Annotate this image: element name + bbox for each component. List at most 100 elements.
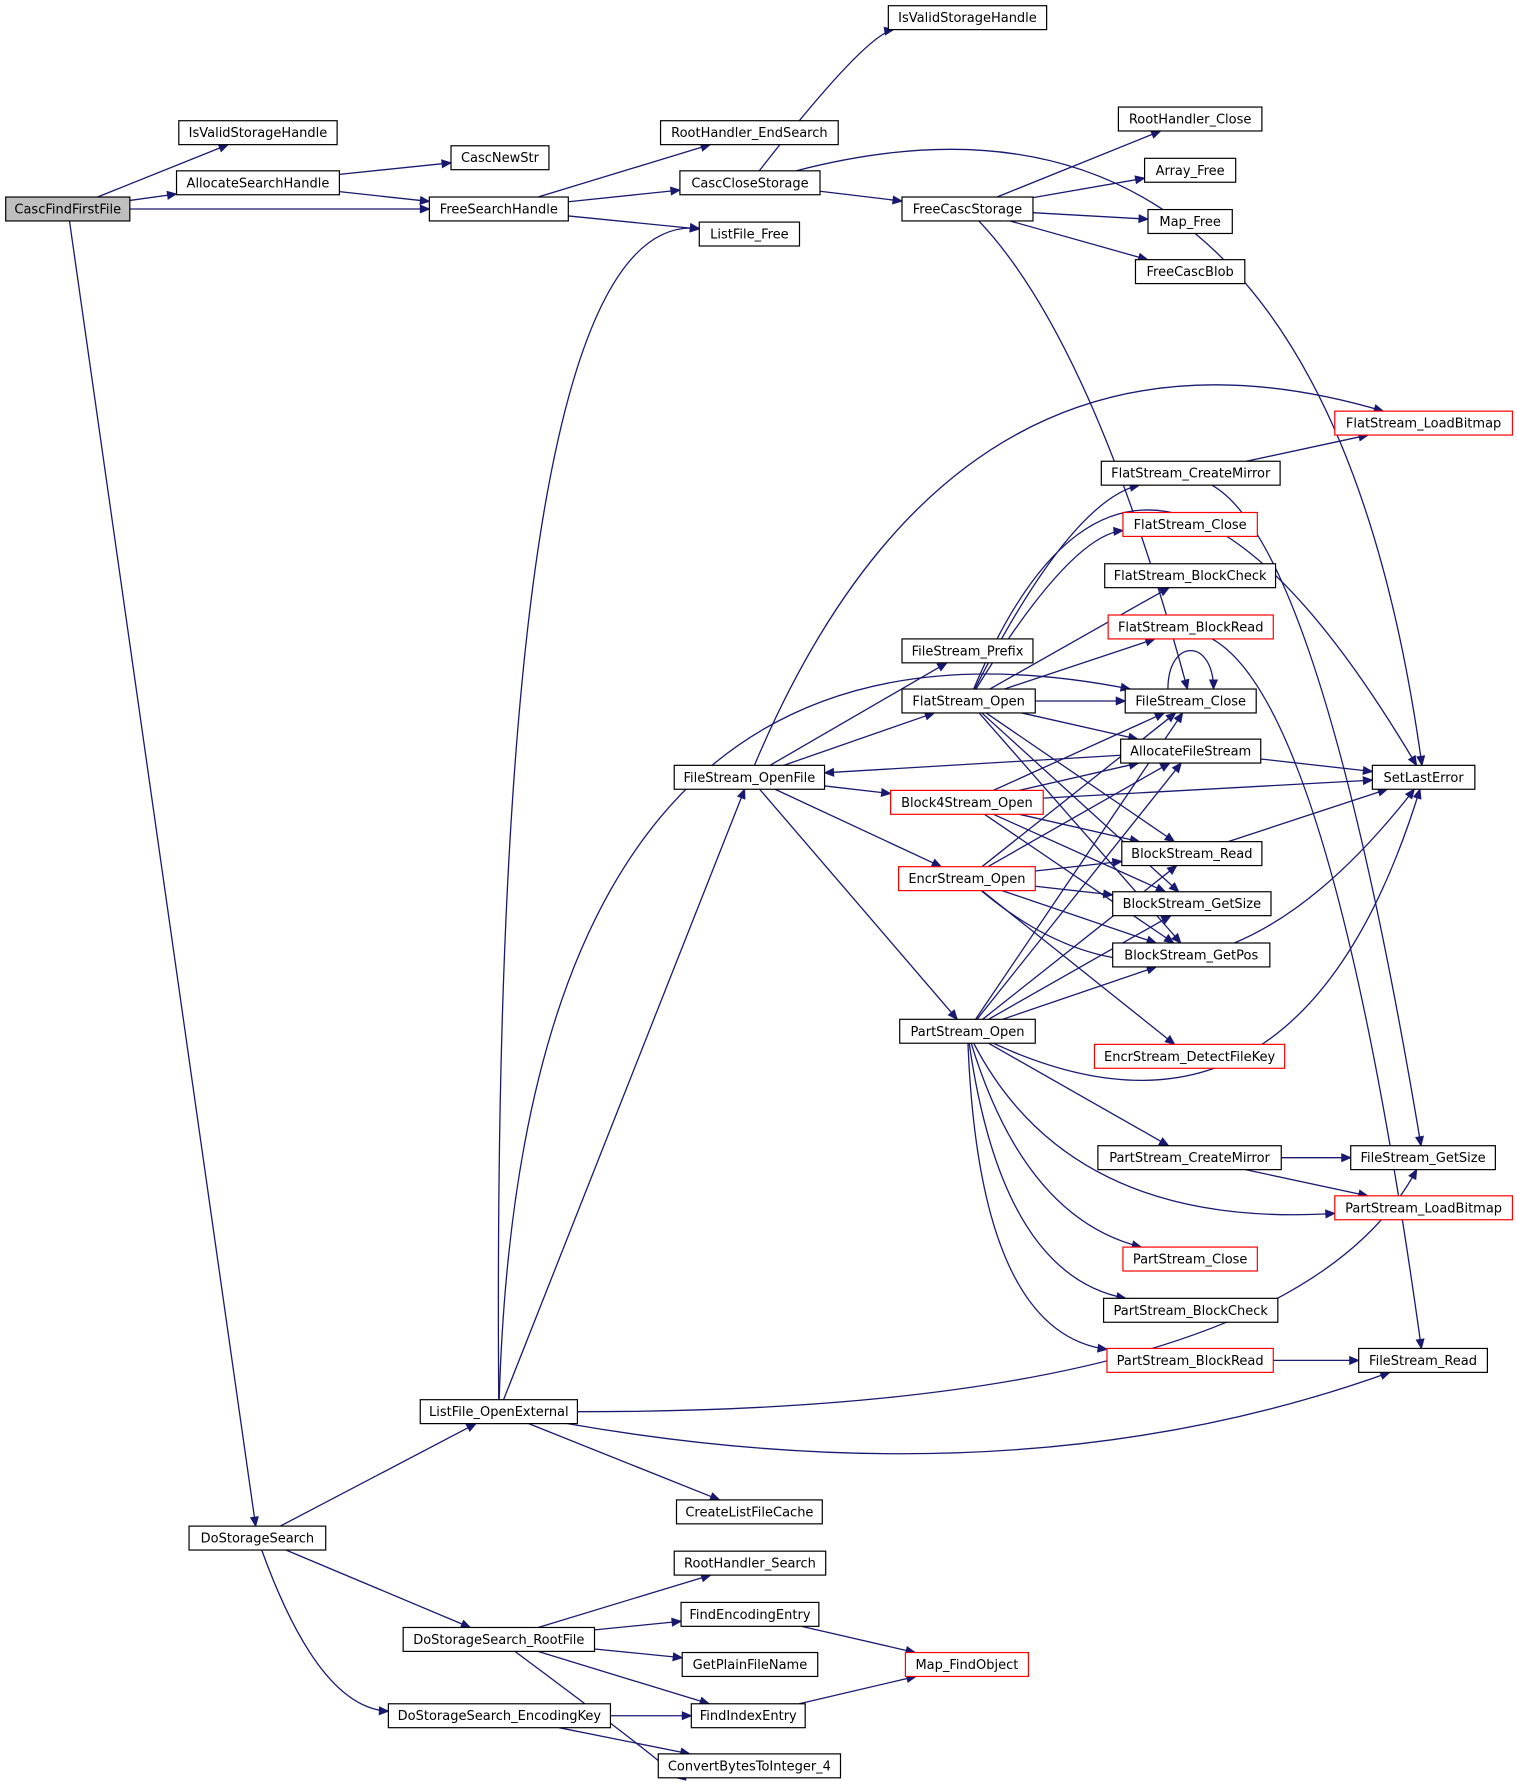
node-blockstream-getsize[interactable]: BlockStream_GetSize [1112,891,1272,917]
arrowhead [419,204,431,214]
node-partstream-createmirror[interactable]: PartStream_CreateMirror [1097,1145,1282,1171]
node-roothandler-endsearch[interactable]: RootHandler_EndSearch [659,120,839,146]
arrowhead [1325,1209,1337,1219]
node-encrstream-detectfilekey[interactable]: EncrStream_DetectFileKey [1093,1043,1286,1069]
node-block4stream-open[interactable]: Block4Stream_Open [890,789,1044,815]
arrowhead [1163,933,1175,944]
edge-n31-n22 [975,711,1184,1020]
edge-line [801,1625,916,1654]
node-label: FlatStream_BlockCheck [1114,569,1267,584]
node-freesearchhandle[interactable]: FreeSearchHandle [428,196,569,222]
node-box [1122,1246,1258,1272]
node-array-free[interactable]: Array_Free [1143,157,1237,183]
node-cascnewstr[interactable]: CascNewStr [450,145,550,171]
node-flatstream-open[interactable]: FlatStream_Open [901,688,1036,714]
edge-n48-n46 [799,1674,918,1705]
edge-line [285,1549,471,1629]
edge-n10-n11 [996,130,1162,198]
node-allocatesearchhandle[interactable]: AllocateSearchHandle [175,170,340,196]
edge-n10-n22 [978,220,1190,691]
node-flatstream-blockcheck[interactable]: FlatStream_BlockCheck [1104,563,1277,589]
node-label: FileStream_Prefix [912,644,1024,659]
node-label: RootHandler_Close [1129,113,1252,128]
node-dostoragesearch-encodingkey[interactable]: DoStorageSearch_EncodingKey [387,1703,612,1729]
edge-n21-n27 [985,712,1176,843]
edge-n10-n14 [1009,220,1149,262]
node-roothandler-close[interactable]: RootHandler_Close [1117,106,1263,132]
edge-line [577,1169,1418,1413]
node-label: BlockStream_GetPos [1124,948,1258,963]
node-box [679,170,821,196]
edge-line [970,1043,1142,1248]
edge-n40-n24 [502,788,746,1400]
edge-n40-n34 [577,1168,1418,1413]
edge-line [497,227,700,1400]
edge-n4-n43 [285,1549,472,1629]
node-label: DoStorageSearch_EncodingKey [398,1709,602,1724]
node-filestream-getsize[interactable]: FileStream_GetSize [1350,1145,1496,1171]
node-isvalidstoragehandle[interactable]: IsValidStorageHandle [887,5,1048,31]
node-partstream-open[interactable]: PartStream_Open [899,1018,1036,1044]
edge-n21-n17 [975,526,1125,690]
edge-n2-n5 [339,159,453,176]
node-freecascblob[interactable]: FreeCascBlob [1134,259,1246,285]
node-findindexentry[interactable]: FindIndexEntry [690,1703,806,1729]
arrowhead [1166,864,1178,876]
node-findencodingentry[interactable]: FindEncodingEntry [680,1601,820,1627]
node-label: BlockStream_Read [1131,847,1252,862]
node-flatstream-blockread[interactable]: FlatStream_BlockRead [1107,614,1274,640]
node-cascclosestorage[interactable]: CascCloseStorage [679,170,821,196]
node-freecascstorage[interactable]: FreeCascStorage [901,196,1034,222]
node-dostoragesearch[interactable]: DoStorageSearch [188,1525,327,1551]
node-box [1112,942,1271,968]
node-filestream-read[interactable]: FileStream_Read [1358,1347,1488,1373]
edge-n25-n30 [984,813,1175,944]
node-partstream-loadbitmap[interactable]: PartStream_LoadBitmap [1334,1195,1514,1221]
node-listfile-free[interactable]: ListFile_Free [698,221,801,247]
node-box [901,638,1034,664]
arrowhead [947,1009,959,1021]
node-createlistfilecache[interactable]: CreateListFileCache [675,1499,823,1525]
node-partstream-close[interactable]: PartStream_Close [1122,1246,1258,1272]
node-partstream-blockread[interactable]: PartStream_BlockRead [1106,1347,1274,1373]
arrowhead [249,1516,259,1528]
node-dostoragesearch-rootfile[interactable]: DoStorageSearch_RootFile [402,1626,596,1652]
node-blockstream-read[interactable]: BlockStream_Read [1121,841,1263,867]
node-convertbytestointeger-4[interactable]: ConvertBytesToInteger_4 [657,1753,842,1779]
node-filestream-openfile[interactable]: FileStream_OpenFile [673,764,826,790]
edge-n24-n15 [753,384,1385,766]
node-box [890,789,1044,815]
arrowhead [1154,883,1167,893]
node-flatstream-close[interactable]: FlatStream_Close [1122,511,1258,538]
edge-n31-n35 [973,1042,1337,1219]
node-isvalidstoragehandle[interactable]: IsValidStorageHandle [178,120,338,146]
node-encrstream-open[interactable]: EncrStream_Open [897,866,1036,892]
node-partstream-blockcheck[interactable]: PartStream_BlockCheck [1102,1297,1279,1323]
node-label: FileStream_GetSize [1360,1151,1485,1166]
node-box [419,1399,579,1425]
arrowhead [1412,788,1422,800]
node-setlasterror[interactable]: SetLastError [1371,764,1476,790]
edge-n19-n39 [1211,638,1425,1350]
node-cascfindfirstfile[interactable]: CascFindFirstFile [5,196,131,222]
arrowhead [1173,711,1184,724]
edge-n24-n28 [774,788,943,868]
node-flatstream-createmirror[interactable]: FlatStream_CreateMirror [1100,460,1281,486]
node-filestream-close[interactable]: FileStream_Close [1124,688,1257,714]
node-box [1102,1297,1279,1323]
node-label: FlatStream_Open [912,694,1024,709]
node-allocatefilestream[interactable]: AllocateFileStream [1120,738,1262,764]
node-map-findobject[interactable]: Map_FindObject [904,1651,1030,1678]
node-label: PartStream_Close [1133,1253,1248,1268]
node-map-free[interactable]: Map_Free [1147,208,1233,235]
edge-n22-n22 [1167,650,1219,691]
node-blockstream-getpos[interactable]: BlockStream_GetPos [1112,942,1271,968]
node-getplainfilename[interactable]: GetPlainFileName [681,1651,819,1678]
edge-line [68,220,257,1527]
node-box [175,170,340,196]
node-filestream-prefix[interactable]: FileStream_Prefix [901,638,1034,664]
node-roothandler-search[interactable]: RootHandler_Search [673,1550,827,1576]
edge-line [558,1727,690,1755]
node-listfile-openexternal[interactable]: ListFile_OpenExternal [419,1399,579,1425]
node-flatstream-loadbitmap[interactable]: FlatStream_LoadBitmap [1334,410,1514,436]
